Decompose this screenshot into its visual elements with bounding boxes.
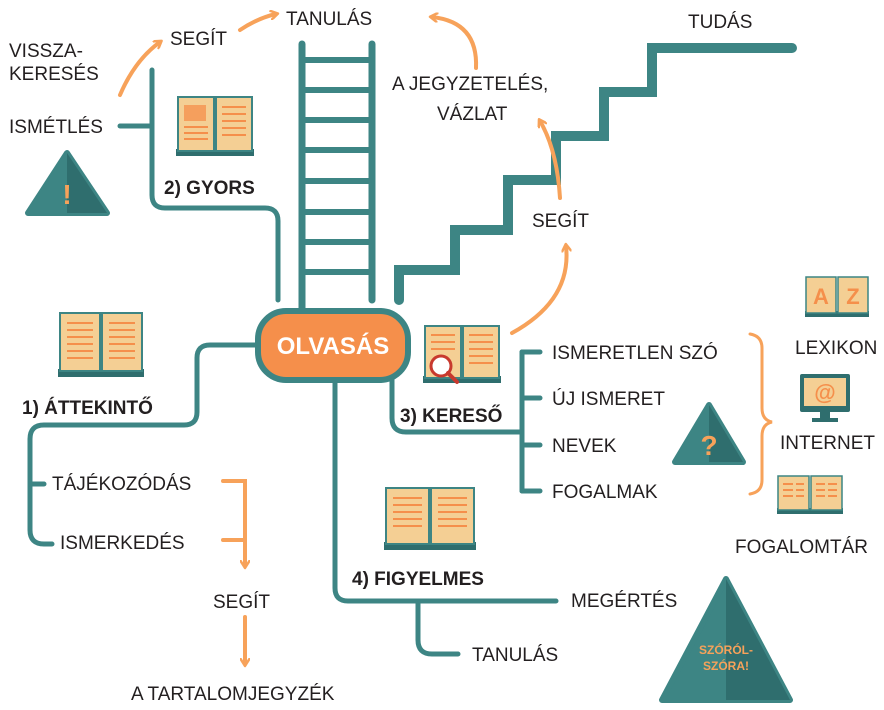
warning-exclamation: ! bbox=[62, 179, 71, 210]
resource-brace bbox=[748, 332, 773, 496]
tartalomjegyzek-label: A TARTALOMJEGYZÉK bbox=[131, 684, 335, 705]
connector-attekinto bbox=[27, 342, 268, 547]
tajekozodas-label: TÁJÉKOZÓDÁS bbox=[52, 473, 191, 495]
connector-kereso bbox=[389, 367, 525, 435]
ladder bbox=[298, 40, 376, 339]
internet-at-symbol: @ bbox=[814, 380, 835, 405]
arrow-kereso-to-segit bbox=[510, 246, 567, 335]
magnifier-icon bbox=[429, 354, 459, 384]
connector-figyelmes bbox=[332, 377, 559, 604]
segit-left-label: SEGÍT bbox=[170, 29, 227, 50]
segit-right-label: SEGÍT bbox=[532, 211, 589, 232]
internet-monitor-icon: @ bbox=[800, 374, 850, 422]
center-label: OLVASÁS bbox=[277, 332, 389, 360]
center-node[interactable] bbox=[255, 308, 411, 383]
orange-arrows bbox=[118, 14, 567, 664]
tanulas-top-label: TANULÁS bbox=[286, 9, 372, 30]
question-mark: ? bbox=[700, 430, 717, 461]
attekinto-title: 1) ÁTTEKINTŐ bbox=[22, 397, 153, 419]
arrow-segit-to-jegyzet bbox=[540, 121, 562, 200]
gyors-title: 2) GYORS bbox=[164, 178, 255, 199]
lexikon-letter-z: Z bbox=[846, 284, 859, 309]
szorol-szora-triangle-icon: SZÓRÓL- SZÓRA! bbox=[659, 576, 793, 703]
lexikon-icon: A Z bbox=[805, 276, 869, 317]
jegyzet-label-line2: VÁZLAT bbox=[437, 104, 508, 125]
arrow-vissza-to-segit bbox=[118, 42, 160, 97]
megertes-label: MEGÉRTÉS bbox=[571, 591, 677, 612]
szorol-line: SZÓRÓL- bbox=[699, 642, 753, 657]
fogalmak-label: FOGALMAK bbox=[552, 482, 658, 503]
figyelmes-title: 4) FIGYELMES bbox=[352, 569, 484, 590]
vissza-label-line1: VISSZA- bbox=[9, 41, 83, 62]
arrow-segit-to-tanulas bbox=[238, 14, 276, 32]
warning-triangle-icon: ! bbox=[25, 150, 110, 216]
teal-connectors bbox=[27, 67, 559, 657]
question-triangle-icon: ? bbox=[672, 402, 746, 465]
internet-label: INTERNET bbox=[780, 433, 875, 454]
segit-bottom-label: SEGÍT bbox=[213, 592, 270, 613]
szora-line: SZÓRA! bbox=[703, 658, 749, 673]
connector-tanulas-bottom bbox=[415, 598, 461, 657]
gyors-book-icon bbox=[176, 96, 254, 156]
fogalomtar-label: FOGALOMTÁR bbox=[735, 537, 868, 558]
vissza-label-line2: KERESÉS bbox=[9, 64, 99, 85]
lexikon-letter-a: A bbox=[813, 284, 829, 309]
jegyzet-label-line1: A JEGYZETELÉS, bbox=[392, 74, 548, 95]
arrow-tajekozodas-to-segit bbox=[221, 479, 245, 566]
nevek-label: NEVEK bbox=[552, 436, 617, 457]
ismeretlen-szo-label: ISMERETLEN SZÓ bbox=[552, 342, 718, 364]
fogalomtar-book-icon bbox=[777, 475, 843, 514]
tudas-label: TUDÁS bbox=[688, 12, 752, 33]
arrow-jegyzet-to-tanulas bbox=[432, 17, 479, 70]
uj-ismeret-label: ÚJ ISMERET bbox=[552, 388, 665, 410]
figyelmes-book-icon bbox=[384, 487, 476, 550]
connector-gyors bbox=[149, 67, 281, 303]
tanulas-bottom-label: TANULÁS bbox=[472, 645, 558, 666]
ismetles-label: ISMÉTLÉS bbox=[9, 117, 103, 138]
lexikon-label: LEXIKON bbox=[795, 338, 877, 359]
ismerkedes-label: ISMERKEDÉS bbox=[60, 533, 185, 554]
kereso-title: 3) KERESŐ bbox=[400, 405, 502, 427]
attekinto-book-icon bbox=[58, 312, 144, 377]
stairs bbox=[394, 43, 797, 305]
